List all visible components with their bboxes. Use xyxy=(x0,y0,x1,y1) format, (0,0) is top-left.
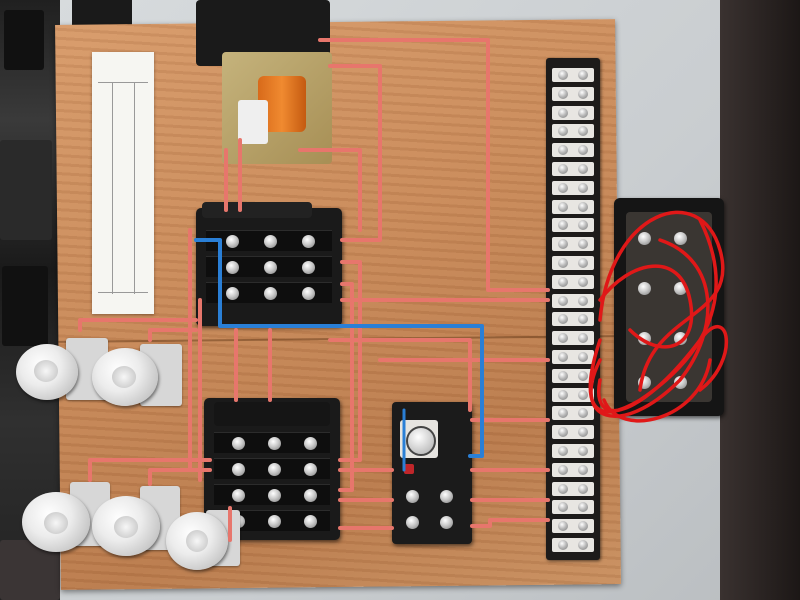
terminal-screw xyxy=(578,483,588,494)
terminal-segment xyxy=(552,331,594,346)
terminal-screw xyxy=(578,314,588,325)
terminal-screw xyxy=(578,182,588,193)
terminal-screw xyxy=(578,408,588,419)
terminal-screw xyxy=(578,107,588,118)
terminal-segment xyxy=(552,293,594,308)
terminal-screw xyxy=(578,220,588,231)
terminal-segment xyxy=(552,481,594,496)
terminal-segment xyxy=(552,368,594,383)
terminal-segment xyxy=(552,425,594,440)
terminal-screw xyxy=(578,239,588,250)
upper-contactor xyxy=(196,202,342,326)
clutter-block xyxy=(4,10,44,70)
terminal-screw xyxy=(558,521,568,532)
terminal-segment xyxy=(552,218,594,233)
terminal-screw xyxy=(578,540,588,550)
terminal-screw xyxy=(558,389,568,400)
overload-reset-button xyxy=(404,464,414,474)
terminal-segment xyxy=(552,462,594,477)
terminal-screw xyxy=(558,201,568,212)
terminal-screw xyxy=(578,70,588,80)
label-sheet-text xyxy=(92,52,154,314)
terminal-screw xyxy=(558,540,568,550)
fuse-holder-icon xyxy=(22,492,90,552)
terminal-screw xyxy=(578,333,588,344)
fuse-holder-icon xyxy=(166,512,228,570)
terminal-segment xyxy=(552,350,594,364)
clutter-block xyxy=(0,140,52,240)
terminal-block-icon xyxy=(546,58,600,560)
fuse-holder-icon xyxy=(16,344,78,400)
terminal-screw xyxy=(558,88,568,99)
terminal-segment xyxy=(552,180,594,195)
terminal-screw xyxy=(558,502,568,513)
terminal-screw xyxy=(558,464,568,475)
terminal-screw xyxy=(558,427,568,438)
terminal-screw xyxy=(578,201,588,212)
terminal-screw xyxy=(558,107,568,118)
terminal-screw xyxy=(558,239,568,250)
fuse-holder-icon xyxy=(92,348,158,406)
terminal-segment xyxy=(552,86,594,101)
terminal-segment xyxy=(552,68,594,82)
wiring-label-sheet xyxy=(92,52,154,314)
overload-dial xyxy=(406,426,436,456)
junction-box xyxy=(614,198,724,416)
terminal-screw xyxy=(578,502,588,513)
terminal-screw xyxy=(558,408,568,419)
terminal-screw xyxy=(578,145,588,156)
terminal-screw xyxy=(558,295,568,306)
terminal-screw xyxy=(578,88,588,99)
left-equipment-clutter xyxy=(0,0,60,600)
terminal-screw xyxy=(578,164,588,174)
terminal-segment xyxy=(552,444,594,458)
relay-contact-block xyxy=(238,100,268,144)
terminal-screw xyxy=(558,220,568,231)
terminal-screw xyxy=(558,145,568,156)
terminal-segment xyxy=(552,500,594,515)
terminal-screw xyxy=(578,370,588,381)
terminal-screw xyxy=(578,276,588,287)
terminal-segment xyxy=(552,406,594,421)
terminal-screw xyxy=(578,295,588,306)
terminal-segment xyxy=(552,538,594,552)
terminal-screw xyxy=(578,258,588,268)
terminal-segment xyxy=(552,519,594,534)
terminal-screw xyxy=(558,333,568,344)
terminal-screw xyxy=(558,370,568,381)
terminal-screw xyxy=(578,521,588,532)
terminal-segment xyxy=(552,312,594,327)
terminal-screw xyxy=(558,446,568,456)
terminal-screw xyxy=(578,352,588,362)
terminal-segment xyxy=(552,256,594,270)
terminal-segment xyxy=(552,124,594,139)
terminal-segment xyxy=(552,274,594,289)
terminal-segment xyxy=(552,162,594,176)
terminal-screw xyxy=(558,352,568,362)
terminal-screw xyxy=(578,446,588,456)
terminal-screw xyxy=(558,258,568,268)
background-shadow xyxy=(720,0,800,600)
terminal-screw xyxy=(558,483,568,494)
terminal-screw xyxy=(558,70,568,80)
terminal-screw xyxy=(558,126,568,137)
terminal-segment xyxy=(552,143,594,158)
terminal-screw xyxy=(578,126,588,137)
terminal-screw xyxy=(558,164,568,174)
terminal-screw xyxy=(578,464,588,475)
clutter-block xyxy=(2,266,48,346)
terminal-segment xyxy=(552,105,594,120)
terminal-segment xyxy=(552,199,594,214)
terminal-screw xyxy=(578,389,588,400)
fuse-holder-icon xyxy=(92,496,160,556)
thermal-overload-relay xyxy=(392,402,472,544)
terminal-screw xyxy=(578,427,588,438)
terminal-screw xyxy=(558,182,568,193)
terminal-segment xyxy=(552,237,594,252)
terminal-screw xyxy=(558,314,568,325)
terminal-segment xyxy=(552,387,594,402)
terminal-screw xyxy=(558,276,568,287)
